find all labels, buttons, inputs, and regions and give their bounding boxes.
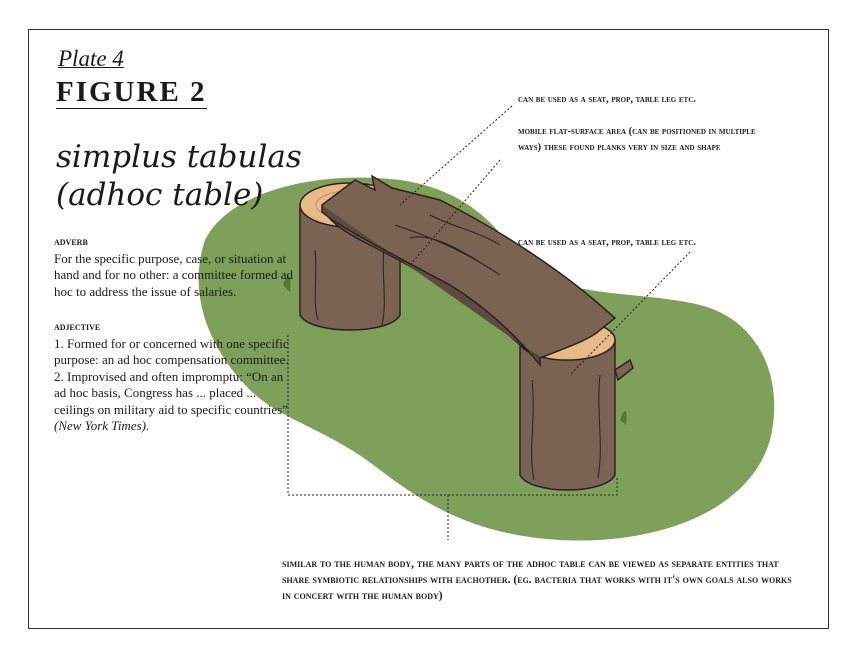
plate-number: Plate 4: [58, 46, 124, 71]
callout-plank: MOBILE FLAT-SURFACE AREA (CAN BE POSITIO…: [518, 126, 756, 153]
adverb-definition: ADVERB For the specific purpose, case, o…: [54, 233, 294, 300]
citation-source: (New York Times).: [54, 418, 150, 433]
callout-right: CAN BE USED AS A SEAT, PROP, TABLE LEG E…: [518, 237, 696, 248]
adverb-heading: ADVERB: [54, 234, 88, 248]
adjective-item-2-text: 2. Improvised and often impromptu: “On a…: [54, 368, 288, 417]
callout-top: CAN BE USED AS A SEAT, PROP, TABLE LEG E…: [518, 94, 696, 105]
adjective-heading: ADJECTIVE: [54, 319, 101, 333]
callout-lines: [287, 105, 691, 540]
latin-name: simplus tabulas: [56, 139, 302, 175]
adjective-item-2: 2. Improvised and often impromptu: “On a…: [54, 369, 294, 435]
figure-title: FIGURE 2: [56, 76, 207, 109]
species-name: simplus tabulas (adhoc table): [56, 138, 302, 214]
plank: [321, 174, 617, 368]
adjective-definition: ADJECTIVE 1. Formed for or concerned wit…: [54, 318, 294, 435]
adjective-item-1: 1. Formed for or concerned with one spec…: [54, 335, 289, 368]
plate-frame: [28, 29, 829, 629]
callout-bottom: SIMILAR TO THE HUMAN BODY, THE MANY PART…: [282, 558, 792, 602]
adverb-text: For the specific purpose, case, or situa…: [54, 250, 293, 299]
common-name: (adhoc table): [56, 177, 264, 213]
